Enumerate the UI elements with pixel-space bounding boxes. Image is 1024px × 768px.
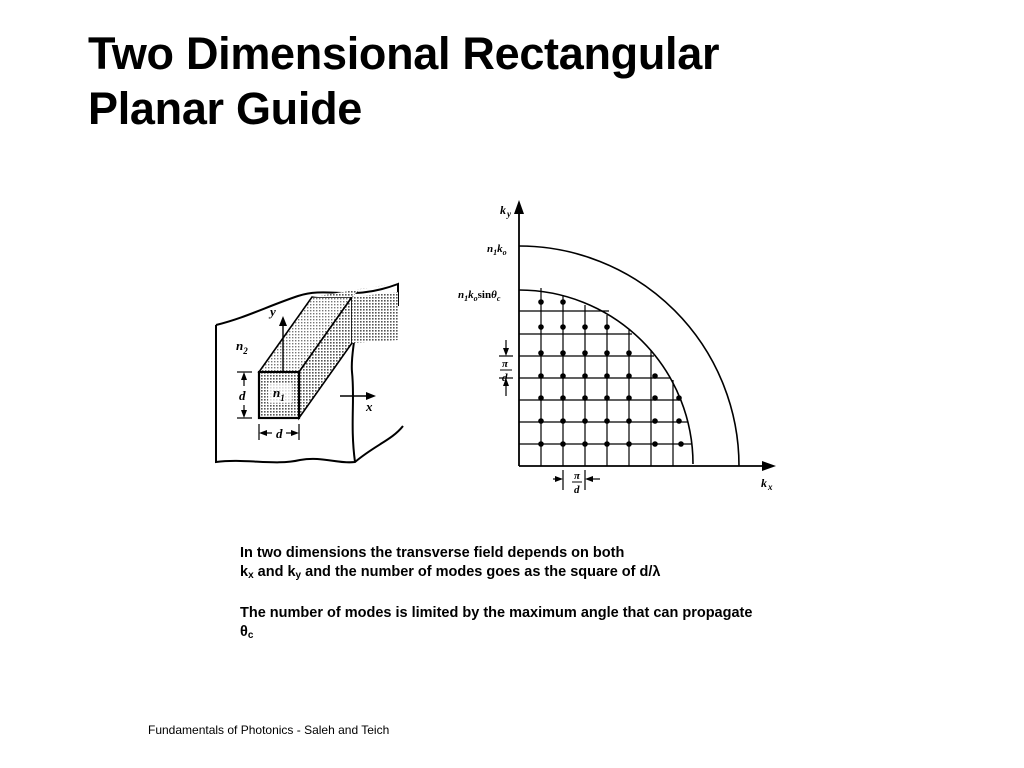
ky-axis-arrow <box>514 200 524 214</box>
paragraph-2-line-1: The number of modes is limited by the ma… <box>240 605 753 621</box>
slide-title: Two Dimensional Rectangular Planar Guide <box>88 26 719 136</box>
pi-horizontal-label: π <box>574 470 581 482</box>
n2-label: n2 <box>236 338 248 356</box>
y-axis-arrow <box>279 316 287 326</box>
footer-citation: Fundamentals of Photonics - Saleh and Te… <box>148 723 390 737</box>
guide-extension <box>312 283 398 343</box>
paragraph-1-line-2: kx and ky and the number of modes goes a… <box>240 564 661 581</box>
outer-arc <box>518 245 740 467</box>
paragraph-2-line-2: θc <box>240 624 254 641</box>
y-axis-label: y <box>268 304 276 319</box>
kx-label: kx <box>761 476 773 492</box>
d-vertical-k-label: d <box>502 372 508 384</box>
inner-arc-label: n1kosinθc <box>458 289 501 303</box>
title-line-1: Two Dimensional Rectangular <box>88 28 720 79</box>
d-horizontal-k-label: d <box>574 484 580 496</box>
k-space-diagram: ky kx n1ko n1kosinθc π d π d <box>458 200 776 496</box>
d-vertical-label: d <box>239 388 246 403</box>
outer-arc-label: n1ko <box>487 243 507 257</box>
pi-vertical-label: π <box>502 358 509 370</box>
mode-dots <box>538 299 684 447</box>
n1-label: n1 <box>273 385 285 403</box>
x-axis-arrow <box>366 392 376 400</box>
body-text: In two dimensions the transverse field d… <box>240 544 880 642</box>
d-horizontal-label: d <box>276 426 283 441</box>
kx-axis-arrow <box>762 461 776 471</box>
x-axis-label: x <box>365 399 373 414</box>
ky-label: ky <box>500 203 512 219</box>
title-line-2: Planar Guide <box>88 83 362 134</box>
paragraph-1-line-1: In two dimensions the transverse field d… <box>240 545 625 561</box>
inner-arc <box>518 289 694 465</box>
waveguide-diagram: y x n2 n1 d d <box>215 282 404 464</box>
